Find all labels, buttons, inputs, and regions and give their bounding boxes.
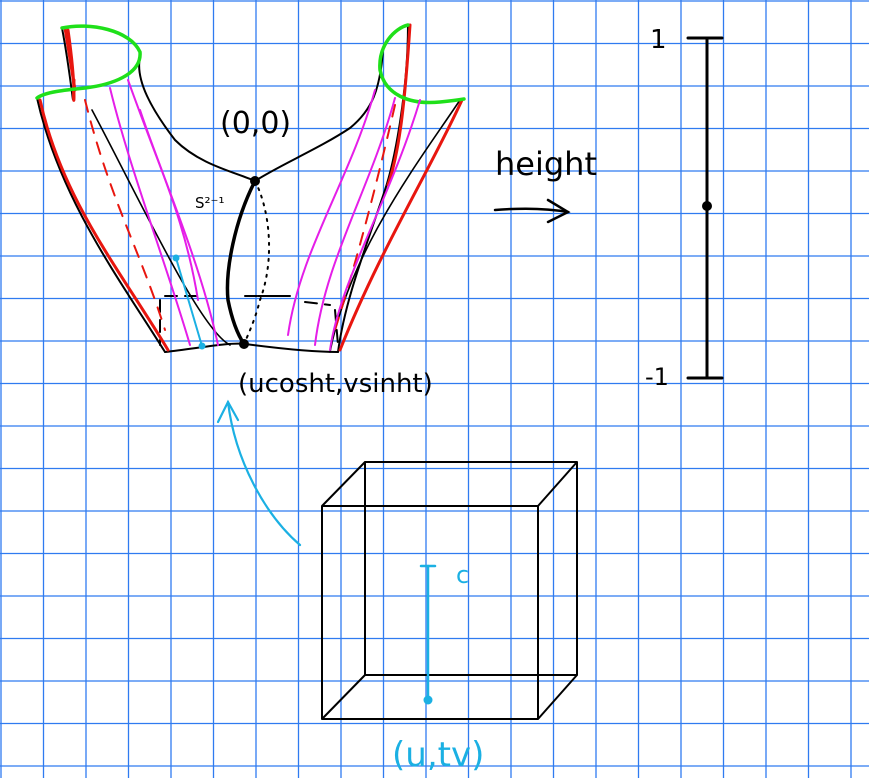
origin-label: (0,0) xyxy=(220,106,291,141)
level-curve-right-3 xyxy=(329,99,421,351)
cube-point-label: (u,tv) xyxy=(392,735,484,775)
sphere-front-thick-curve xyxy=(225,179,257,346)
height-scale xyxy=(686,36,724,380)
cyan-surface-dot-bottom xyxy=(198,342,206,350)
height-label: height xyxy=(495,145,597,183)
scale-top-label: 1 xyxy=(650,25,667,55)
cyan-surface-segment xyxy=(175,257,203,347)
cube-cyan-segment xyxy=(419,564,437,705)
sphere-back-dotted-curve xyxy=(243,180,271,345)
surface-left-outer-outline xyxy=(36,27,166,353)
surface-bottom-dashed-front xyxy=(159,295,339,346)
height-arrow xyxy=(493,198,571,224)
level-curve-right-2 xyxy=(314,97,396,346)
surface-inner-left-curve xyxy=(91,109,231,346)
cube xyxy=(321,461,578,720)
scale-bottom-label: -1 xyxy=(645,363,669,391)
surface-right-outer-outline xyxy=(337,24,409,353)
boundary-left-dashed-red xyxy=(84,99,166,331)
cube-c-label: c xyxy=(456,561,469,589)
level-curve-right-1 xyxy=(287,89,376,336)
level-curve-left-3 xyxy=(139,109,199,301)
boundary-right-top-red xyxy=(386,23,412,187)
boundary-left-top-red xyxy=(63,26,77,92)
surface-inner-right-curve xyxy=(329,99,461,353)
sphere-label: S²⁻¹ xyxy=(195,194,224,212)
boundary-right-outer-red xyxy=(338,98,464,352)
origin-point xyxy=(250,176,260,186)
boundary-left-outer-red xyxy=(38,28,170,352)
top-rim-right-green xyxy=(378,23,466,105)
cyan-surface-dot-top xyxy=(172,254,180,262)
cyan-curved-arrow xyxy=(216,399,302,547)
boundary-right-dashed-red xyxy=(334,104,396,331)
surface-sketch xyxy=(35,23,466,353)
point-label: (ucosht,vsinht) xyxy=(238,369,433,399)
bottom-point xyxy=(239,339,249,349)
top-rim-left-green xyxy=(35,24,142,100)
level-curve-left-1 xyxy=(109,87,191,346)
